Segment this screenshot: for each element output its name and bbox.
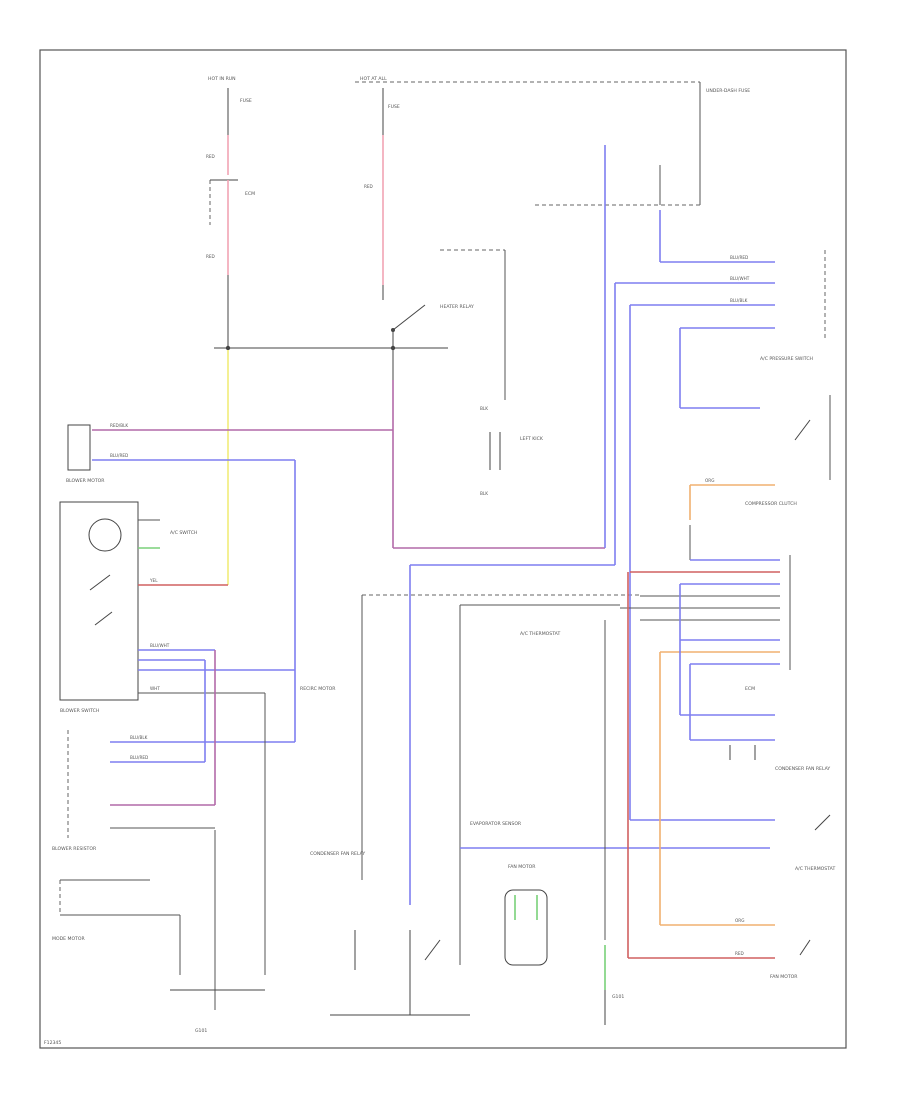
ac-thermostat-label: A/C THERMOSTAT <box>520 631 560 637</box>
ground-right-label: G101 <box>612 994 624 1000</box>
fuse-mid-label: FUSE <box>388 104 400 110</box>
ac-thermostat-right-label: A/C THERMOSTAT <box>795 866 835 872</box>
wire-label-blu-wht-2: BLU/WHT <box>730 276 750 281</box>
wire-label-blu-red-1: BLU/RED <box>110 453 128 458</box>
blower-motor-label: BLOWER MOTOR <box>66 478 105 484</box>
wire-label-red-2: RED <box>206 254 215 259</box>
diagram-frame <box>39 49 847 1049</box>
center-lower-section: A/C THERMOSTAT EVAPORATOR SENSOR CONDENS… <box>310 145 770 1016</box>
ac-switch-label: A/C SWITCH <box>170 530 197 536</box>
fan-motor-label: FAN MOTOR <box>508 864 536 870</box>
wire-label-red-blk: RED/BLK <box>110 423 128 428</box>
bottom-left-section: MODE MOTOR G101 <box>52 693 266 1034</box>
heater-relay-label: HEATER RELAY <box>440 304 474 310</box>
right-section: BLU/RED BLU/WHT BLU/BLK A/C PRESSURE SWI… <box>604 165 835 1025</box>
condenser-fan-motor-label: FAN MOTOR <box>770 974 798 980</box>
left-power-feed: HOT IN RUN FUSE RED ECM RED <box>206 76 448 585</box>
wire-label-blu-blk: BLU/BLK <box>130 735 148 740</box>
hot-at-all-label: HOT AT ALL <box>360 76 387 82</box>
wire-label-wht-1: WHT <box>150 686 160 691</box>
wire-label-org-1: ORG <box>705 478 714 483</box>
compressor-clutch-label: COMPRESSOR CLUTCH <box>745 501 797 507</box>
left-kick-label: LEFT KICK <box>520 436 544 442</box>
recirc-motor-label: RECIRC MOTOR <box>300 686 336 692</box>
condenser-fan-relay-right-label: CONDENSER FAN RELAY <box>775 766 830 772</box>
wire-label-blu-wht: BLU/WHT <box>150 643 170 648</box>
ground-label: G101 <box>195 1028 207 1034</box>
blower-switch-label: BLOWER SWITCH <box>60 708 99 714</box>
mid-power-feed: HOT AT ALL FUSE RED HEATER RELAY UNDER-D… <box>355 76 750 548</box>
ecm-connector-label: ECM <box>745 686 755 692</box>
wire-label-blu-red-2: BLU/RED <box>130 755 148 760</box>
blower-resistor-label: BLOWER RESISTOR <box>52 846 97 852</box>
wire-label-blk-2: BLK <box>480 491 488 496</box>
ac-pressure-switch-label: A/C PRESSURE SWITCH <box>760 356 813 362</box>
wire-label-blu-red-3: BLU/RED <box>730 255 748 260</box>
evaporator-sensor-label: EVAPORATOR SENSOR <box>470 821 522 827</box>
hot-run-left-label: HOT IN RUN <box>208 76 236 82</box>
wire-label-red-1: RED <box>206 154 215 159</box>
wire-label-yel: YEL <box>149 578 158 583</box>
blower-section: RED/BLK BLU/RED BLOWER MOTOR A/C SWITCH … <box>52 423 393 852</box>
figure-id: F12345 <box>44 1040 61 1046</box>
wire-label-blk-1: BLK <box>480 406 488 411</box>
aux-fuse-label: UNDER-DASH FUSE <box>706 88 750 94</box>
wire-label-red-4: RED <box>735 951 744 956</box>
wire-label-org-2: ORG <box>735 918 744 923</box>
condenser-fan-relay-label: CONDENSER FAN RELAY <box>310 851 365 857</box>
ecm-label: ECM <box>245 191 255 197</box>
wire-label-red-3: RED <box>364 184 373 189</box>
fuse-left-label: FUSE <box>240 98 252 104</box>
wire-label-blu-blk-2: BLU/BLK <box>730 298 748 303</box>
mode-motor-label: MODE MOTOR <box>52 936 85 942</box>
